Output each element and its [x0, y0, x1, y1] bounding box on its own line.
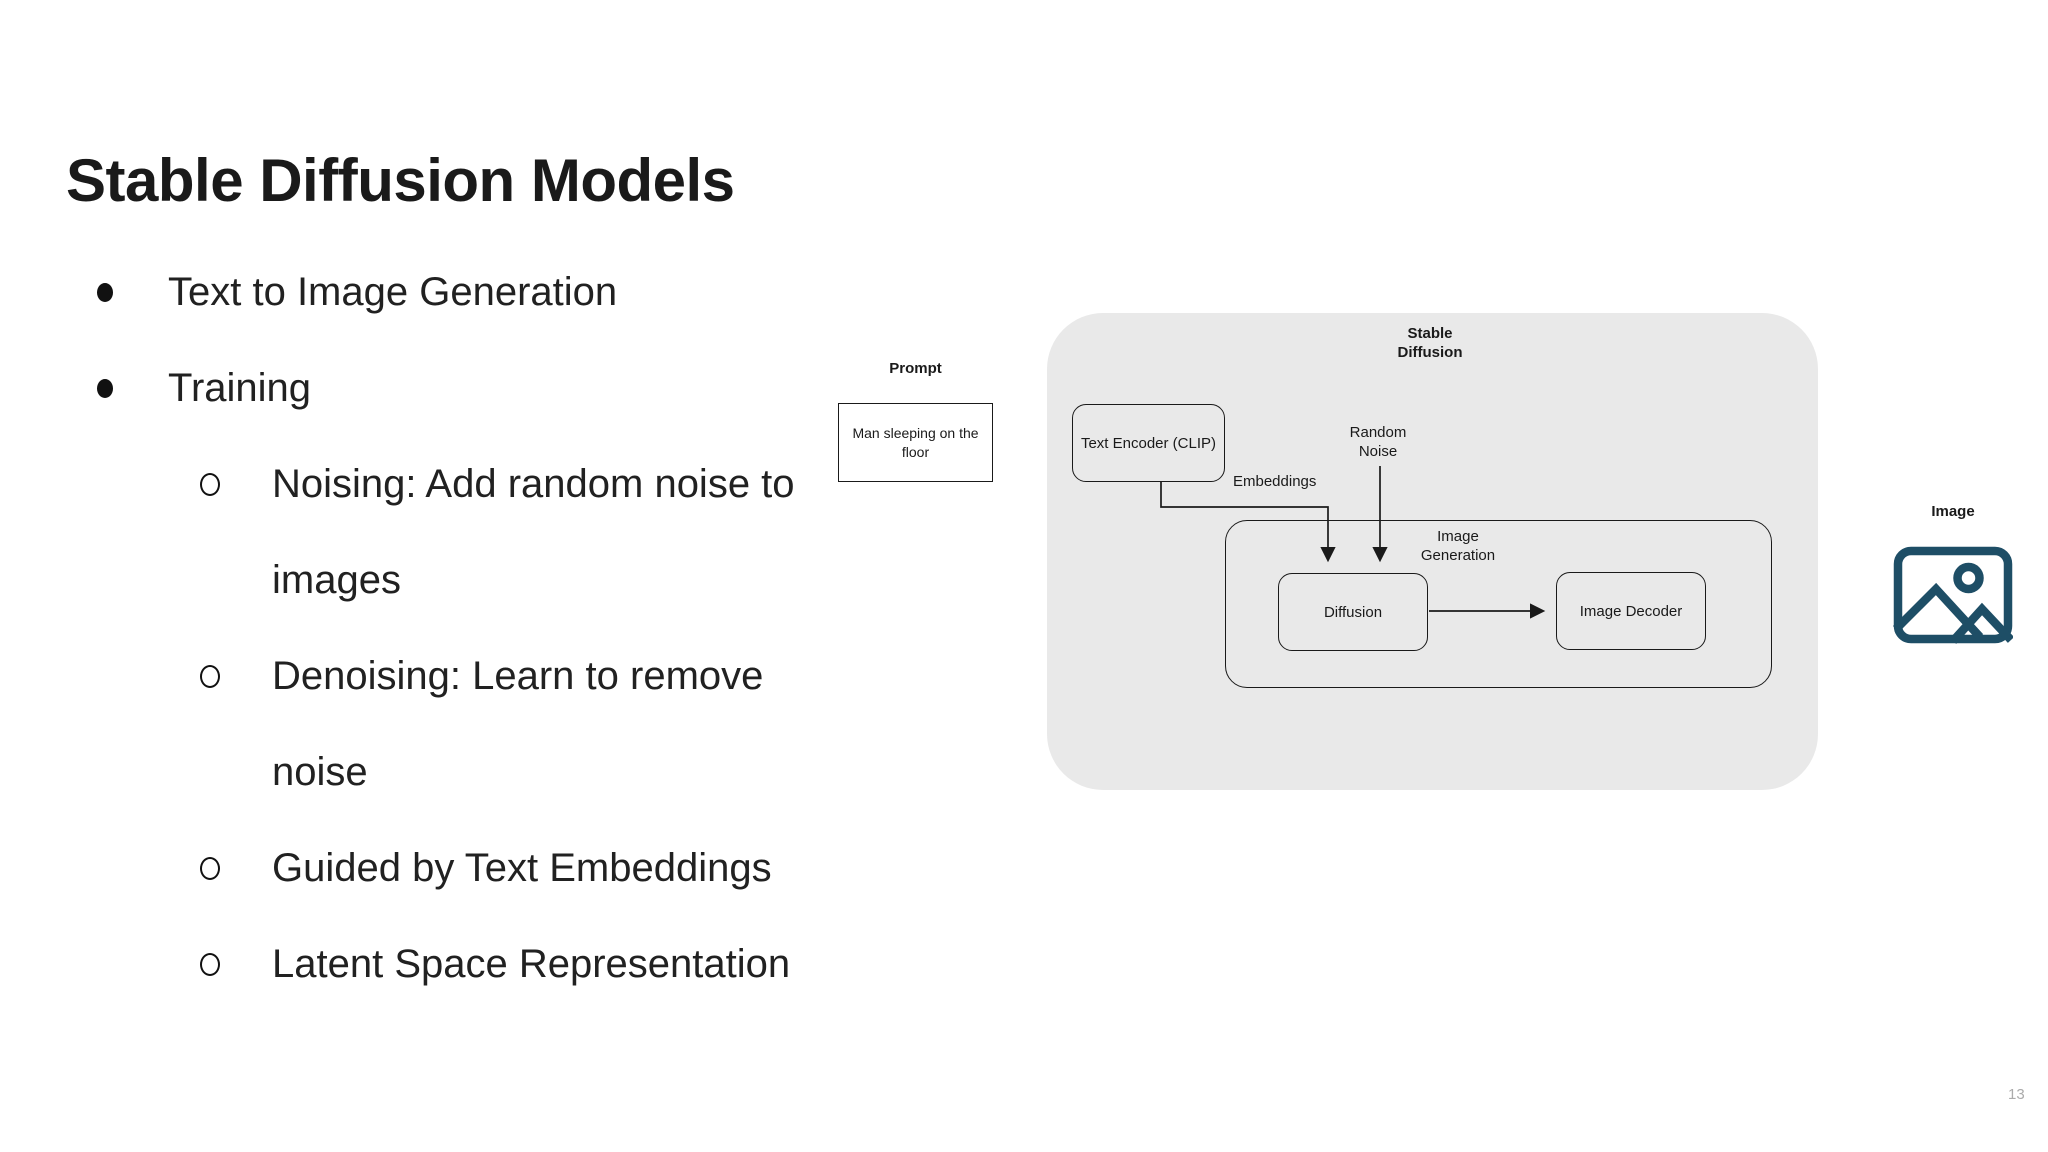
diffusion-node: Diffusion — [1278, 573, 1428, 651]
stable-diffusion-container: Stable Diffusion Text Encoder (CLIP) Emb… — [1047, 313, 1818, 790]
list-item-label: Training — [168, 366, 312, 410]
output-image-label: Image — [1931, 503, 1975, 520]
list-item-label: Text to Image Generation — [168, 270, 618, 314]
stable-diffusion-title: Stable Diffusion — [1397, 325, 1463, 361]
picture-frame — [1893, 546, 2013, 644]
sub-list-item: Denoising: Learn to remove noise — [192, 628, 852, 820]
picture-icon — [1893, 546, 2013, 644]
picture-mountain-small — [1949, 602, 2013, 644]
bullet-list: Text to Image Generation Training Noisin… — [88, 244, 852, 1012]
filled-bullet-icon — [88, 340, 168, 436]
picture-mountain-large — [1893, 582, 1984, 640]
embeddings-connector — [1160, 482, 1336, 563]
sub-list-item: Guided by Text Embeddings — [192, 820, 852, 916]
hollow-bullet-icon — [192, 916, 272, 1012]
image-generation-group: Image Generation Diffusion Image Decoder — [1225, 520, 1772, 688]
diagram-connectors — [1160, 466, 1546, 619]
image-decoder-node: Image Decoder — [1556, 572, 1706, 650]
picture-sun — [1953, 562, 1984, 594]
sub-list-item-label: Noising: Add random noise to images — [272, 462, 795, 602]
page-title: Stable Diffusion Models — [66, 147, 735, 214]
sub-list-item: Noising: Add random noise to images — [192, 436, 852, 628]
sub-list-item: Latent Space Representation — [192, 916, 852, 1012]
list-item: Training — [88, 340, 852, 436]
prompt-text: Man sleeping on the floor — [852, 424, 979, 460]
list-item: Text to Image Generation — [88, 244, 852, 340]
embeddings-label: Embeddings — [1233, 473, 1317, 490]
prompt-label: Prompt — [889, 360, 942, 377]
sub-list-item-label: Latent Space Representation — [272, 942, 791, 986]
image-generation-label: Image Generation — [1420, 528, 1496, 564]
prompt-box: Man sleeping on the floor — [838, 403, 993, 482]
text-encoder-node: Text Encoder (CLIP) — [1072, 404, 1225, 482]
page-number: 13 — [2008, 1086, 2025, 1103]
hollow-bullet-icon — [192, 436, 272, 532]
sub-list-item-label: Denoising: Learn to remove noise — [272, 654, 764, 794]
filled-bullet-icon — [88, 244, 168, 340]
hollow-bullet-icon — [192, 628, 272, 724]
sub-list-item-label: Guided by Text Embeddings — [272, 846, 772, 890]
hollow-bullet-icon — [192, 820, 272, 916]
random-noise-label: Random Noise — [1349, 424, 1407, 460]
